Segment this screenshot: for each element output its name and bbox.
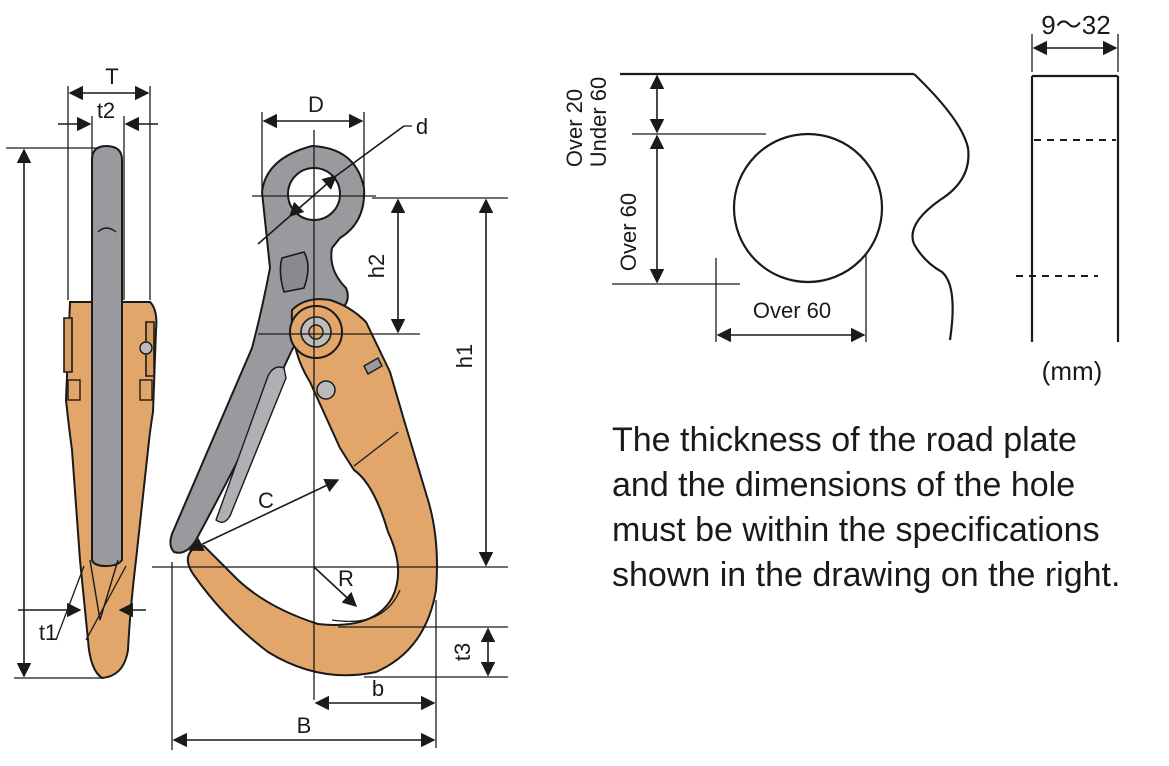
front-view-hook-body (186, 298, 438, 677)
hook-side-view: T t2 t1 (6, 64, 158, 680)
label-R: R (338, 566, 354, 591)
plate-break-line (911, 73, 970, 341)
label-t2: t2 (97, 98, 115, 123)
hook-front-view: D d h2 h1 C R t3 b B (152, 92, 508, 750)
specification-note: The thickness of the road plate and the … (612, 418, 1162, 598)
note-line: and the dimensions of the hole (612, 466, 1076, 504)
plate-hole (732, 132, 884, 284)
label-h1: h1 (452, 344, 477, 368)
label-D: D (308, 92, 324, 117)
note-line: The thickness of the road plate (612, 421, 1077, 459)
plate-section-view: 9～32 (mm) (1016, 10, 1120, 386)
note-line: shown in the drawing on the right. (612, 556, 1121, 594)
side-view-lever (91, 144, 123, 568)
note-line: must be within the specifications (612, 511, 1100, 549)
label-t1: t1 (39, 620, 57, 645)
label-over-20: Over 20 (562, 89, 587, 167)
label-over-60-horizontal: Over 60 (753, 298, 831, 323)
label-unit: (mm) (1042, 356, 1103, 386)
label-b: b (372, 676, 384, 701)
label-thickness-range: 9～32 (1041, 10, 1110, 40)
label-C: C (258, 488, 274, 513)
label-t3: t3 (450, 643, 475, 661)
plate-hole-diagram: Over 20 Under 60 Over 60 Over 60 (562, 72, 970, 343)
label-under-60: Under 60 (586, 77, 611, 168)
label-h2: h2 (364, 254, 389, 278)
label-B: B (297, 713, 312, 738)
label-d: d (416, 114, 428, 139)
label-over-60-vertical: Over 60 (616, 193, 641, 271)
label-T: T (105, 64, 118, 89)
